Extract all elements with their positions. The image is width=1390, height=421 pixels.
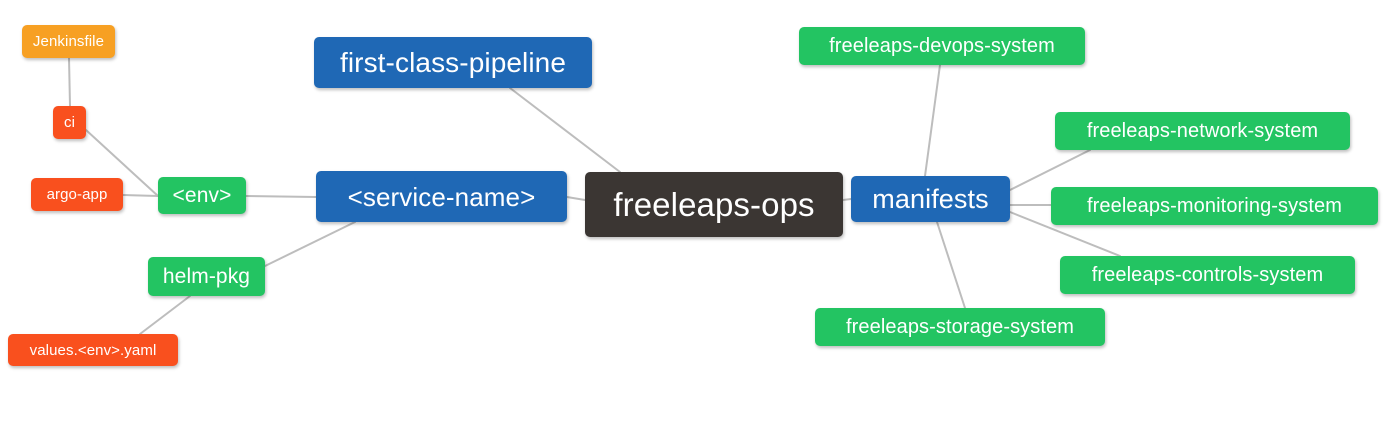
node-label-devops-system: freeleaps-devops-system (829, 35, 1055, 57)
node-storage-system[interactable]: freeleaps-storage-system (815, 308, 1105, 346)
node-helm-pkg[interactable]: helm-pkg (148, 257, 265, 296)
edge-manifests-to-storage-system (936, 221, 966, 309)
edge-manifests-to-devops-system (924, 64, 941, 177)
edge-argo-app-to-env (122, 194, 159, 197)
node-controls-system[interactable]: freeleaps-controls-system (1060, 256, 1355, 294)
node-network-system[interactable]: freeleaps-network-system (1055, 112, 1350, 150)
edge-service-name-to-freeleaps-ops (566, 196, 586, 201)
edge-first-class-pipeline-to-freeleaps-ops (509, 87, 621, 173)
node-label-storage-system: freeleaps-storage-system (845, 316, 1075, 338)
edge-freeleaps-ops-to-manifests (842, 198, 852, 201)
node-label-network-system: freeleaps-network-system (1086, 120, 1319, 142)
node-freeleaps-ops[interactable]: freeleaps-ops (585, 172, 843, 237)
node-label-manifests: manifests (872, 183, 989, 214)
node-monitoring-system[interactable]: freeleaps-monitoring-system (1051, 187, 1378, 225)
edge-env-to-service-name (245, 195, 317, 198)
node-label-values-yaml: values.<env>.yaml (29, 341, 157, 359)
node-manifests[interactable]: manifests (851, 176, 1010, 222)
node-label-argo-app: argo-app (46, 186, 108, 203)
node-values-yaml[interactable]: values.<env>.yaml (8, 334, 178, 366)
node-label-env: <env> (172, 184, 232, 207)
node-ci[interactable]: ci (53, 106, 86, 139)
node-argo-app[interactable]: argo-app (31, 178, 123, 211)
node-env[interactable]: <env> (158, 177, 246, 214)
edge-jenkinsfile-to-ci (68, 57, 71, 107)
node-label-helm-pkg: helm-pkg (162, 265, 251, 288)
node-label-monitoring-system: freeleaps-monitoring-system (1086, 195, 1342, 217)
edge-helm-pkg-to-service-name (264, 221, 356, 267)
node-label-ci: ci (63, 114, 76, 131)
node-service-name[interactable]: <service-name> (316, 171, 567, 222)
node-label-first-class-pipeline: first-class-pipeline (339, 46, 567, 78)
node-label-controls-system: freeleaps-controls-system (1091, 264, 1324, 286)
node-jenkinsfile[interactable]: Jenkinsfile (22, 25, 115, 58)
node-label-service-name: <service-name> (347, 181, 536, 212)
node-label-freeleaps-ops: freeleaps-ops (613, 186, 815, 223)
edge-values-yaml-to-helm-pkg (139, 295, 191, 335)
node-first-class-pipeline[interactable]: first-class-pipeline (314, 37, 592, 88)
node-label-jenkinsfile: Jenkinsfile (32, 33, 105, 50)
edge-manifests-to-network-system (1009, 149, 1091, 191)
node-devops-system[interactable]: freeleaps-devops-system (799, 27, 1085, 65)
